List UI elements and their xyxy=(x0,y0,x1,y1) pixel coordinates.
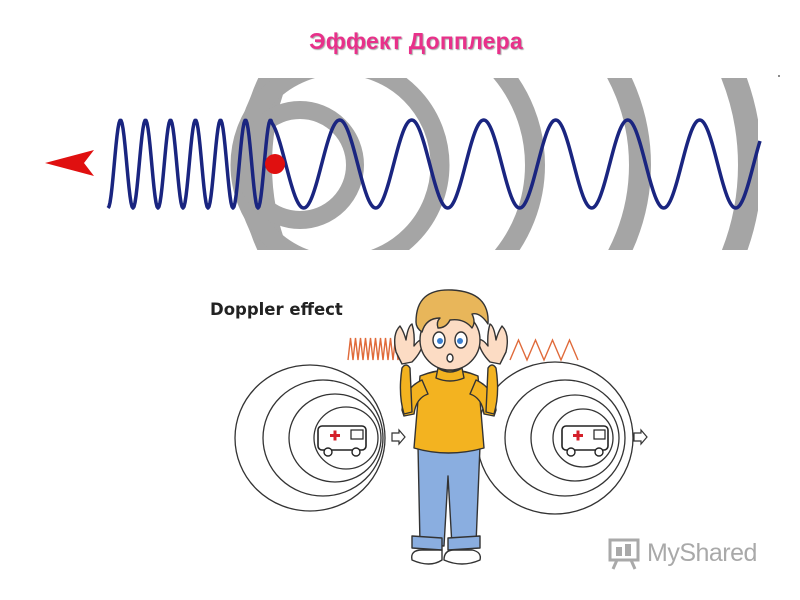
slide-title: Эффект Допплера xyxy=(309,28,523,54)
watermark-text: MyShared xyxy=(647,538,757,567)
motion-direction-arrow xyxy=(45,150,94,176)
right-ambulance-wavefronts xyxy=(476,361,634,515)
left-ambulance-wavefronts xyxy=(234,364,386,512)
listening-boy-figure xyxy=(393,289,509,565)
yellow-sweater xyxy=(413,369,485,454)
right-hand xyxy=(477,323,509,365)
high-pitch-zigzag xyxy=(347,337,404,361)
sound-source-dot xyxy=(265,154,285,174)
left-shoe xyxy=(411,549,443,565)
jeans xyxy=(417,445,481,547)
presentation-board-icon xyxy=(608,538,640,570)
left-ambulance-icon xyxy=(317,425,367,457)
right-shoe xyxy=(443,549,482,565)
corner-dot xyxy=(778,75,780,77)
myshared-watermark: MyShared xyxy=(607,536,757,570)
wavefront-ring-5 xyxy=(236,101,364,229)
open-mouth xyxy=(446,353,454,363)
low-pitch-zigzag xyxy=(509,338,579,362)
left-motion-arrow xyxy=(391,428,406,446)
right-ambulance-icon xyxy=(561,425,609,457)
right-motion-arrow xyxy=(633,428,648,446)
hair xyxy=(415,289,489,333)
doppler-effect-caption: Doppler effect xyxy=(210,300,343,319)
sound-wave-curve xyxy=(106,118,762,210)
